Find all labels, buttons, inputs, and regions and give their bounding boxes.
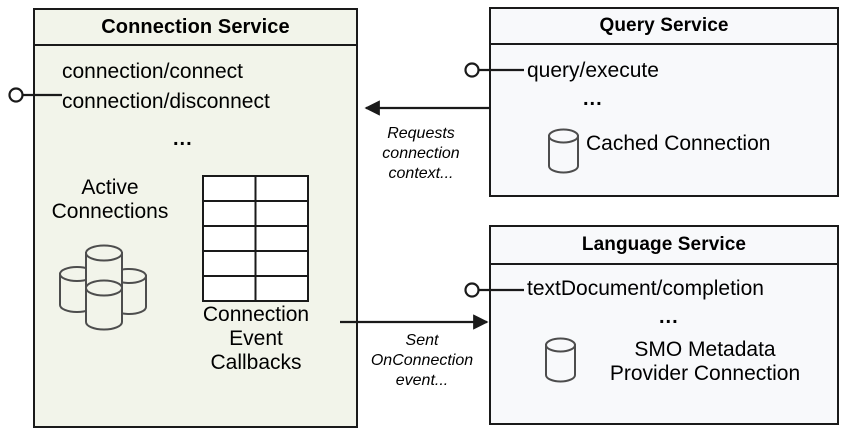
language-service-ellipsis: ... — [659, 306, 679, 328]
edge-label-sent-onconnection-event: Sent OnConnection event... — [366, 331, 478, 391]
table-icon — [202, 175, 309, 302]
smo-metadata-provider-connection-label: SMO Metadata Provider Connection — [585, 338, 825, 386]
query-service-ellipsis: ... — [583, 88, 603, 110]
language-service-interface-circle-icon[interactable] — [464, 282, 480, 298]
edge-requests-line-2: connection — [382, 145, 460, 162]
edge-sent-line-3: event... — [395, 372, 449, 389]
connection-service-operation-disconnect[interactable]: connection/disconnect — [62, 90, 270, 113]
edge-requests-line-1: Requests — [387, 125, 455, 142]
database-icon-smo-metadata — [545, 337, 576, 383]
language-service-header: Language Service — [491, 227, 837, 265]
active-connections-line-1: Active — [81, 176, 139, 199]
query-service-interface-circle-icon[interactable] — [464, 62, 480, 78]
callbacks-line-3: Callbacks — [210, 350, 302, 374]
database-icon-cached-connection — [548, 128, 579, 174]
database-cluster-icon — [59, 244, 147, 331]
query-service-header: Query Service — [491, 9, 837, 45]
edge-sent-line-1: Sent — [405, 332, 439, 349]
callbacks-line-2: Event — [229, 326, 283, 350]
callbacks-line-1: Connection — [202, 303, 310, 326]
component-language-service[interactable]: Language Service — [489, 225, 839, 425]
edge-label-requests-connection-context: Requests connection context... — [366, 124, 476, 184]
smo-line-2: Provider Connection — [609, 361, 801, 385]
connection-service-ellipsis: ... — [173, 128, 193, 150]
query-service-operation-execute[interactable]: query/execute — [527, 59, 659, 82]
connection-event-callbacks-label: Connection Event Callbacks — [185, 303, 327, 375]
active-connections-label: Active Connections — [40, 176, 180, 224]
smo-line-1: SMO Metadata — [634, 338, 776, 361]
database-cylinder-front — [85, 279, 123, 331]
component-query-service[interactable]: Query Service — [489, 7, 839, 197]
language-service-interface-lollipop[interactable] — [464, 282, 525, 298]
language-service-operation-completion[interactable]: textDocument/completion — [527, 277, 764, 300]
cached-connection-label: Cached Connection — [586, 132, 771, 155]
edge-requests-line-3: context... — [388, 165, 454, 182]
connection-service-header: Connection Service — [35, 10, 356, 46]
query-service-interface-lollipop[interactable] — [464, 62, 525, 78]
connection-service-interface-lollipop[interactable] — [8, 87, 63, 103]
edge-sent-line-2: OnConnection — [370, 352, 474, 369]
active-connections-line-2: Connections — [51, 199, 169, 223]
connection-service-operation-connect[interactable]: connection/connect — [62, 60, 243, 83]
connection-service-interface-circle-icon[interactable] — [8, 87, 24, 103]
